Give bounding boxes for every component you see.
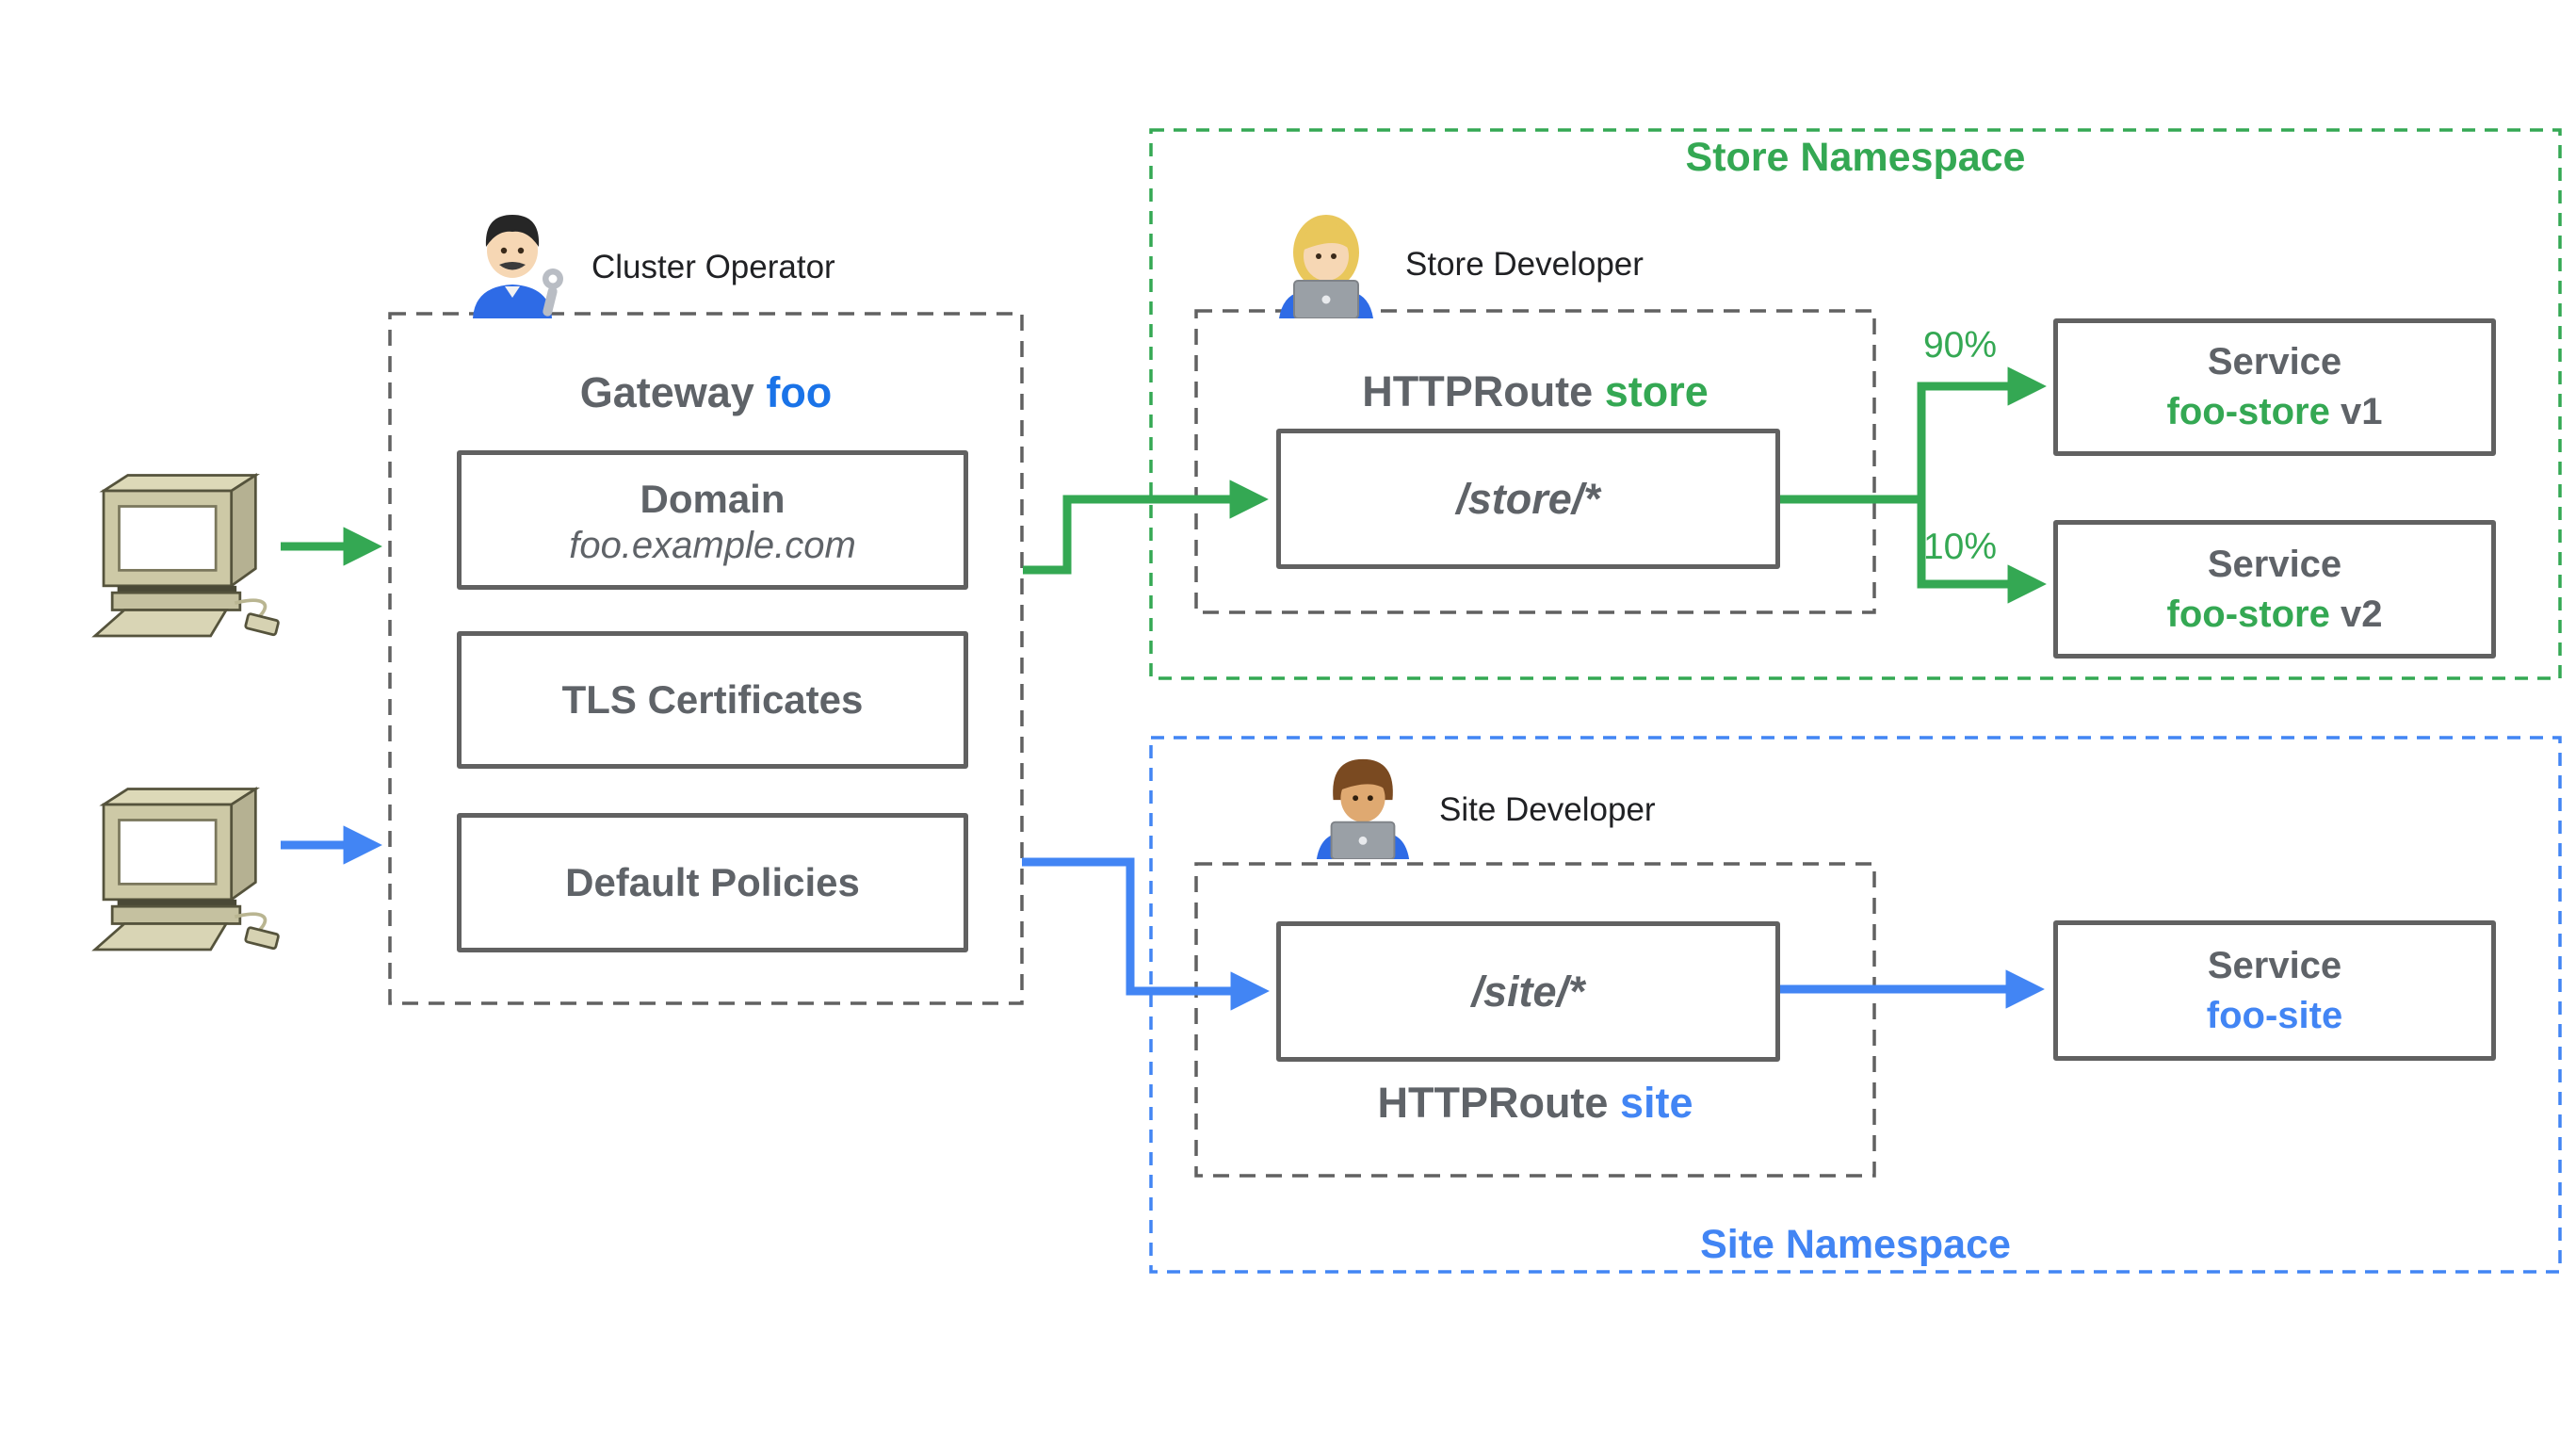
site-route-path: /site/* (1471, 967, 1585, 1016)
domain-value: foo.example.com (569, 525, 856, 567)
service-foo-site-box: Service foo-site (2053, 920, 2496, 1061)
store-route-path: /store/* (1456, 474, 1600, 523)
man-technologist-emoji (1316, 758, 1410, 859)
service-v2-name-line: foo-store v2 (2167, 590, 2383, 640)
tls-certificates-label: TLS Certificates (561, 677, 864, 723)
service-foo-store-v1-box: Service foo-store v1 (2053, 318, 2496, 456)
httproute-site-prefix: HTTPRoute (1377, 1079, 1609, 1127)
store-namespace-box (1149, 128, 2562, 680)
cluster-operator-label: Cluster Operator (591, 249, 835, 285)
httproute-site-title: HTTPRoute site (1196, 1080, 1874, 1127)
gateway-title-prefix: Gateway (579, 368, 754, 416)
gateway-title-name: foo (766, 368, 833, 416)
client-computer-top-icon (92, 473, 281, 638)
httproute-store-dashed-box (1194, 309, 1876, 614)
service-site-name: foo-site (2206, 994, 2343, 1036)
site-namespace-label: Site Namespace (1700, 1222, 2011, 1267)
arrow-gateway-to-site-route (1022, 857, 1270, 1011)
service-v1-name-line: foo-store v1 (2167, 387, 2383, 437)
service-v1-title: Service (2207, 341, 2342, 383)
httproute-site-name: site (1619, 1079, 1693, 1127)
weight-90-label: 90% (1922, 325, 1998, 366)
site-developer-label: Site Developer (1439, 791, 1656, 828)
httproute-store-title: HTTPRoute store (1196, 368, 1874, 415)
store-route-path-box: /store/* (1276, 429, 1780, 569)
httproute-site-dashed-box (1194, 862, 1876, 1178)
store-namespace-label: Store Namespace (1685, 135, 2026, 180)
arrow-store-route-to-service-v2 (1917, 496, 2047, 604)
gateway-title: Gateway foo (390, 369, 1022, 416)
gateway-dashed-box (388, 312, 1024, 1005)
domain-title: Domain (640, 476, 786, 521)
service-v2-title: Service (2207, 543, 2342, 585)
httproute-store-name: store (1604, 367, 1709, 415)
service-v2-name: foo-store (2166, 593, 2330, 635)
woman-technologist-emoji (1279, 215, 1373, 318)
client-computer-bottom-icon (92, 787, 281, 951)
site-namespace-box (1149, 736, 2562, 1274)
site-route-path-box: /site/* (1276, 921, 1780, 1062)
tls-certificates-box: TLS Certificates (457, 631, 968, 769)
arrow-store-route-to-service-v1 (1780, 366, 2047, 504)
service-v1-version: v1 (2340, 391, 2383, 432)
weight-10-label: 10% (1922, 527, 1998, 567)
httproute-store-prefix: HTTPRoute (1362, 367, 1594, 415)
man-mechanic-emoji (473, 215, 563, 318)
service-foo-store-v2-box: Service foo-store v2 (2053, 520, 2496, 659)
service-site-title: Service (2207, 944, 2342, 986)
default-policies-box: Default Policies (457, 813, 968, 952)
default-policies-label: Default Policies (565, 860, 860, 905)
service-v1-name: foo-store (2166, 391, 2330, 432)
store-developer-label: Store Developer (1405, 246, 1644, 283)
domain-box: Domain foo.example.com (457, 450, 968, 590)
service-v2-version: v2 (2340, 593, 2383, 635)
arrow-gateway-to-store-route (1023, 480, 1269, 575)
